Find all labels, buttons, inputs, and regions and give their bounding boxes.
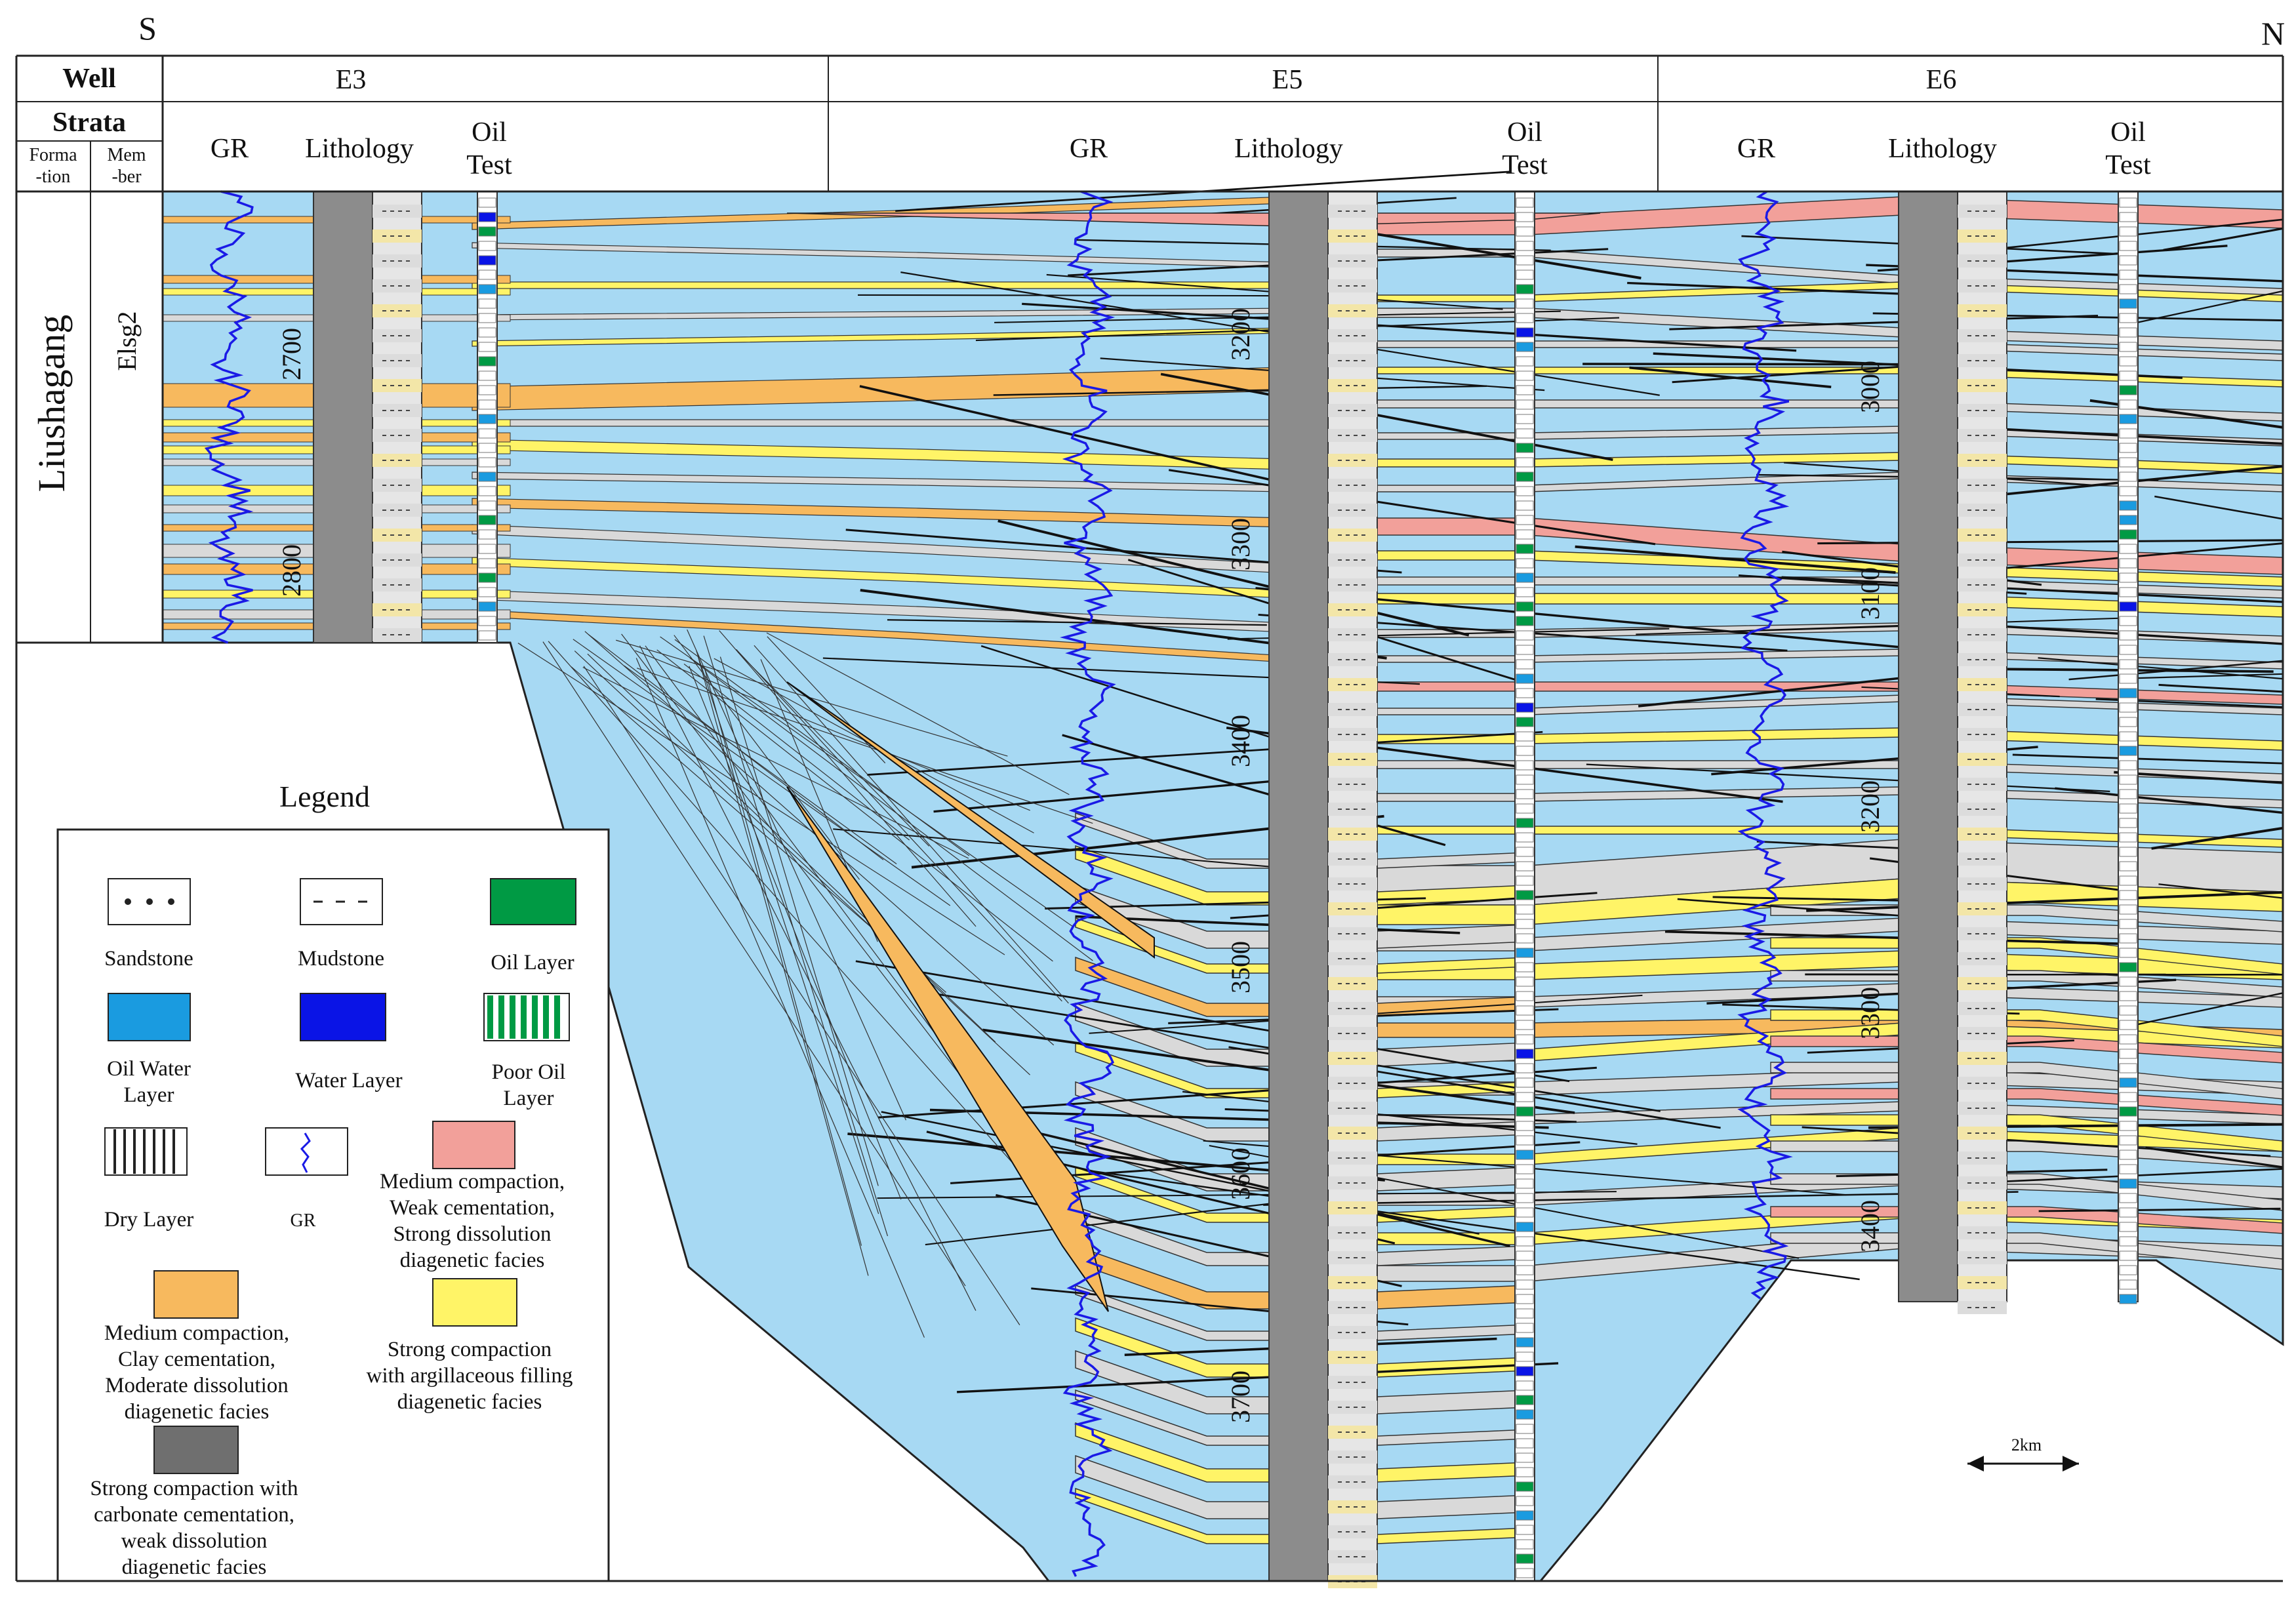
depth-label: 3400 (1855, 1200, 1885, 1252)
legend-oil-layer-label: Oil Layer (491, 951, 574, 974)
well-e5-gr-header: GR (1070, 134, 1108, 164)
well-e3-lithology-column (313, 191, 373, 643)
well-e5-oil-test-header-2: Test (1502, 150, 1548, 180)
well-e3-oil-test-header-2: Test (466, 150, 512, 180)
legend-gray-facies-label-4: diagenetic facies (122, 1555, 267, 1579)
well-e5-lithology-header: Lithology (1234, 134, 1343, 164)
legend-poor-oil-label-2: Layer (504, 1087, 554, 1110)
oil-water-swatch-icon (108, 993, 190, 1041)
oil-layer-swatch-icon (491, 879, 576, 925)
strata-header-label: Strata (52, 108, 126, 138)
depth-label: 3500 (1226, 941, 1255, 993)
depth-label: 3200 (1226, 308, 1255, 361)
legend-orange-facies-label-3: Moderate dissolution (105, 1374, 289, 1397)
legend-orange-facies-label-4: diagenetic facies (125, 1400, 270, 1424)
legend-title: Legend (279, 780, 370, 813)
well-e6-lithology-header: Lithology (1888, 134, 1997, 164)
depth-label: 3100 (1855, 567, 1885, 620)
scale-bar-label: 2km (2011, 1435, 2042, 1454)
legend-gray-facies-label-2: carbonate cementation, (94, 1503, 294, 1527)
legend-pink-facies-label-1: Medium compaction, (380, 1170, 565, 1193)
well-e6-name: E6 (1926, 65, 1957, 95)
well-header-label: Well (62, 64, 116, 94)
well-e5-name: E5 (1272, 65, 1303, 95)
gray-facies-swatch-icon (154, 1426, 238, 1473)
orange-facies-swatch-icon (154, 1271, 238, 1318)
legend-pink-facies-label-2: Weak cementation, (390, 1196, 555, 1220)
formation-name: Liushagang (30, 315, 73, 492)
well-e6-gr-header: GR (1737, 134, 1775, 164)
water-layer-swatch-icon (300, 993, 386, 1041)
depth-label: 3300 (1855, 987, 1885, 1039)
member-header-label-2: -ber (111, 167, 142, 187)
depth-label: 3700 (1226, 1371, 1255, 1423)
member-name: Elsg2 (112, 311, 142, 370)
legend-dry-layer-label: Dry Layer (104, 1208, 194, 1232)
north-direction-label: N (2261, 15, 2285, 52)
legend-oil-water-label-1: Oil Water (107, 1057, 191, 1081)
legend-water-layer-label: Water Layer (295, 1069, 402, 1092)
yellow-facies-swatch-icon (433, 1279, 517, 1326)
well-e6-oil-test-header-1: Oil (2110, 117, 2146, 148)
legend-gray-facies-label-3: weak dissolution (121, 1529, 268, 1553)
legend-orange-facies-label-1: Medium compaction, (104, 1321, 289, 1345)
legend-oil-water-label-2: Layer (124, 1083, 174, 1107)
legend: Legend Sandstone Mudstone Oil Layer Oil … (58, 780, 609, 1581)
well-e6-oil-test-header-2: Test (2105, 150, 2151, 180)
depth-label: 2700 (277, 328, 306, 380)
depth-label: 3200 (1855, 780, 1885, 833)
depth-label: 3000 (1855, 361, 1885, 413)
legend-pink-facies-label-3: Strong dissolution (393, 1222, 551, 1246)
depth-label: 3300 (1226, 518, 1255, 571)
formation-header-label-1: Forma (29, 145, 77, 165)
pink-facies-swatch-icon (433, 1121, 515, 1169)
well-e3-oil-test-header-1: Oil (472, 117, 507, 148)
legend-pink-facies-label-4: diagenetic facies (400, 1249, 545, 1272)
south-direction-label: S (138, 10, 157, 47)
depth-label: 2800 (277, 544, 306, 597)
scale-bar: 2km (1967, 1435, 2079, 1472)
well-e5-lithology-column (1269, 191, 1328, 1581)
legend-gr-label: GR (291, 1211, 316, 1231)
formation-header-label-2: -tion (36, 167, 71, 187)
legend-yellow-facies-label-3: diagenetic facies (397, 1390, 542, 1414)
legend-orange-facies-label-2: Clay cementation, (118, 1348, 275, 1371)
well-e6-lithology-column (1899, 191, 1958, 1302)
legend-sandstone-label: Sandstone (104, 947, 193, 971)
well-e3-lithology-header: Lithology (305, 134, 414, 164)
depth-label: 3400 (1226, 715, 1255, 767)
well-e3-name: E3 (336, 65, 367, 95)
member-header-label-1: Mem (107, 145, 146, 165)
well-e3-gr-header: GR (211, 134, 249, 164)
legend-yellow-facies-label-1: Strong compaction (388, 1338, 552, 1361)
legend-poor-oil-label-1: Poor Oil (492, 1060, 566, 1084)
legend-mudstone-label: Mudstone (298, 947, 384, 971)
legend-yellow-facies-label-2: with argillaceous filling (367, 1364, 573, 1388)
legend-gray-facies-label-1: Strong compaction with (90, 1477, 298, 1500)
well-e5-oil-test-header-1: Oil (1507, 117, 1542, 148)
depth-label: 3600 (1226, 1148, 1255, 1200)
